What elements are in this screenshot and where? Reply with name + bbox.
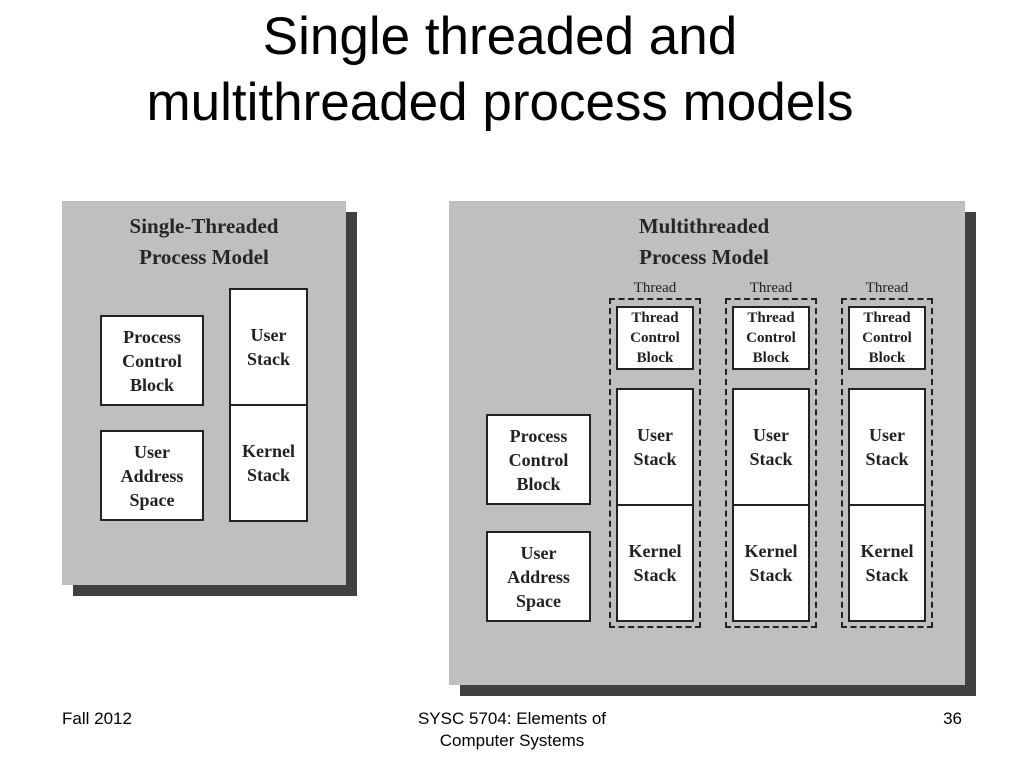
thread-control-block: Thread Control Block — [732, 306, 810, 370]
slide-title-line-2: multithreaded process models — [146, 73, 854, 132]
tcb-line-3: Block — [636, 350, 674, 366]
multithreaded-panel-title: Multithreaded Process Model — [589, 211, 819, 273]
single-title-line-2: Process Model — [139, 245, 269, 269]
multithreaded-panel: Multithreaded Process Model Process Cont… — [449, 201, 965, 685]
slide-title: Single threaded and multithreaded proces… — [0, 4, 1000, 136]
kernel-stack-line-1: Kernel — [242, 441, 295, 461]
multi-title-line-1: Multithreaded — [638, 214, 770, 238]
uas-line-2: Address — [120, 465, 184, 486]
uas-line-2: Address — [507, 566, 570, 587]
uas-line-1: User — [520, 542, 557, 563]
thread-group — [609, 298, 701, 628]
user-stack-line-2: Stack — [865, 449, 909, 469]
kernel-stack: Kernel Stack — [732, 504, 810, 622]
tcb-line-1: Thread — [631, 310, 679, 326]
footer-center-line-2: Computer Systems — [439, 731, 585, 750]
user-stack-line-1: User — [869, 425, 905, 445]
uas-line-3: Space — [129, 489, 175, 510]
single-threaded-panel: Single-Threaded Process Model Process Co… — [62, 201, 346, 585]
tcb-line-2: Control — [746, 330, 796, 346]
kernel-stack-line-1: Kernel — [628, 541, 682, 561]
user-stack: User Stack — [848, 388, 926, 506]
pcb-line-2: Control — [122, 350, 182, 371]
pcb-line-3: Block — [129, 374, 174, 395]
user-stack-line-2: Stack — [246, 349, 290, 369]
kernel-stack-line-1: Kernel — [744, 541, 798, 561]
footer-center: SYSC 5704: Elements of Computer Systems — [372, 708, 652, 752]
tcb-line-3: Block — [868, 350, 906, 366]
pcb-line-1: Process — [509, 425, 568, 446]
kernel-stack-line-2: Stack — [865, 565, 909, 585]
user-stack-line-1: User — [250, 325, 287, 345]
pcb-line-2: Control — [508, 449, 569, 470]
user-stack-line-2: Stack — [633, 449, 677, 469]
tcb-line-2: Control — [630, 330, 680, 346]
footer-center-line-1: SYSC 5704: Elements of — [417, 709, 607, 728]
user-stack-line-2: Stack — [749, 449, 793, 469]
single-threaded-panel-title: Single-Threaded Process Model — [62, 211, 346, 273]
kernel-stack: Kernel Stack — [229, 404, 308, 522]
tcb-line-3: Block — [752, 350, 790, 366]
user-stack: User Stack — [616, 388, 694, 506]
thread-control-block: Thread Control Block — [616, 306, 694, 370]
process-control-block: Process Control Block — [486, 414, 591, 505]
uas-line-3: Space — [516, 590, 561, 611]
thread-label: Thread — [865, 280, 909, 296]
user-stack: User Stack — [229, 288, 308, 406]
thread-label: Thread — [633, 280, 677, 296]
user-stack-line-1: User — [637, 425, 673, 445]
uas-line-1: User — [134, 441, 170, 462]
user-address-space: User Address Space — [100, 430, 204, 521]
multi-title-line-2: Process Model — [639, 245, 769, 269]
pcb-line-1: Process — [123, 326, 181, 347]
kernel-stack: Kernel Stack — [616, 504, 694, 622]
thread-label: Thread — [749, 280, 793, 296]
user-stack-line-1: User — [753, 425, 789, 445]
pcb-line-3: Block — [516, 473, 561, 494]
user-address-space: User Address Space — [486, 531, 591, 622]
kernel-stack-line-2: Stack — [633, 565, 677, 585]
kernel-stack: Kernel Stack — [848, 504, 926, 622]
footer-left: Fall 2012 — [62, 709, 132, 728]
tcb-line-2: Control — [862, 330, 912, 346]
kernel-stack-line-1: Kernel — [860, 541, 914, 561]
slide-title-line-1: Single threaded and — [262, 7, 738, 66]
thread-group — [841, 298, 933, 628]
footer-right: 36 — [943, 709, 962, 728]
kernel-stack-line-2: Stack — [749, 565, 793, 585]
process-control-block: Process Control Block — [100, 315, 204, 406]
tcb-line-1: Thread — [747, 310, 795, 326]
single-title-line-1: Single-Threaded — [129, 214, 279, 238]
user-stack: User Stack — [732, 388, 810, 506]
thread-control-block: Thread Control Block — [848, 306, 926, 370]
tcb-line-1: Thread — [863, 310, 911, 326]
kernel-stack-line-2: Stack — [246, 465, 290, 485]
thread-group — [725, 298, 817, 628]
